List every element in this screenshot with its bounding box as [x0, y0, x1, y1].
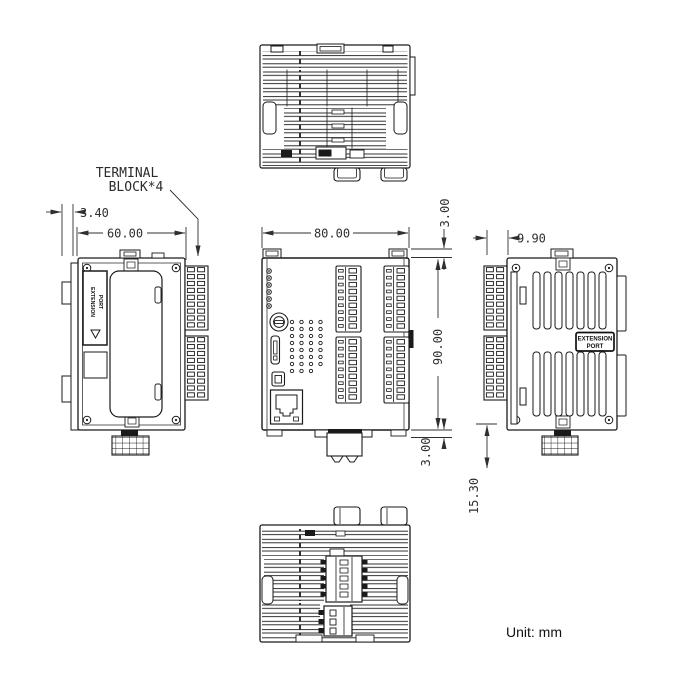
- triangle-marker: [90, 329, 101, 340]
- din-rail-tab: [409, 56, 416, 96]
- terminal-block-callout-line1: TERMINAL: [96, 166, 159, 181]
- terminal-block[interactable]: [336, 337, 361, 403]
- din-clip: [616, 354, 627, 417]
- dim-din-clip-offset: 3.40: [80, 206, 109, 220]
- dim-clamp-extension: 15.30: [467, 478, 481, 514]
- unit-note: Unit: mm: [506, 624, 562, 640]
- terminal-block: [484, 266, 507, 330]
- dimension-annotations: [46, 189, 520, 468]
- side-latch: [409, 330, 414, 348]
- left-side-view: EXTENSION PORT: [61, 249, 208, 456]
- dim-bottom-tab-height: 3.00: [419, 438, 433, 467]
- extension-port-left-label-line2: PORT: [97, 295, 103, 310]
- dimension-texts: 3.40 60.00 80.00 3.00 90.00 3.00 9.90 15…: [80, 166, 562, 640]
- vent-slots: [532, 271, 607, 417]
- extension-port-right-label-line1: EXTENSION: [578, 337, 613, 343]
- dim-body-height: 90.00: [431, 329, 445, 365]
- terminal-block: [185, 336, 208, 400]
- right-side-view: EXTENSION PORT: [484, 248, 627, 456]
- side-cover: [109, 270, 163, 418]
- terminal-block: [484, 336, 507, 400]
- terminal-block[interactable]: [384, 337, 409, 403]
- terminal-block[interactable]: [336, 266, 361, 332]
- bottom-view: [259, 506, 411, 643]
- front-bottom-connector: [266, 429, 407, 463]
- terminal-block: [185, 266, 208, 330]
- bottom-clamp-left-view: [111, 430, 150, 456]
- dim-side-width: 60.00: [107, 227, 143, 241]
- expansion-bus-connector: [320, 548, 368, 603]
- power-connector: [318, 605, 353, 637]
- dim-top-tab-height: 3.00: [438, 199, 452, 228]
- rotary-switch[interactable]: [269, 312, 289, 332]
- terminal-block-callout-line2: BLOCK*4: [109, 180, 164, 195]
- extension-port-label-right: EXTENSION PORT: [575, 331, 615, 352]
- terminal-block-leader: [169, 189, 201, 257]
- terminal-block[interactable]: [384, 266, 409, 332]
- bottom-clamp-right-view: [541, 430, 579, 456]
- extension-port-right-label-line2: PORT: [587, 344, 604, 350]
- din-clip: [616, 275, 627, 332]
- extension-port-panel-left: EXTENSION PORT: [82, 270, 108, 346]
- dim-terminal-depth: 9.90: [517, 232, 546, 246]
- extension-port-left-label-line1: EXTENSION: [89, 287, 95, 317]
- ethernet-port[interactable]: [269, 389, 304, 425]
- din-clip: [70, 262, 79, 431]
- dim-front-width: 80.00: [314, 227, 350, 241]
- usb-port[interactable]: [271, 371, 286, 387]
- sd-card-slot[interactable]: [270, 335, 281, 365]
- front-view: [261, 248, 414, 463]
- top-view: [259, 43, 416, 182]
- top-view-connector-tabs: [333, 167, 408, 182]
